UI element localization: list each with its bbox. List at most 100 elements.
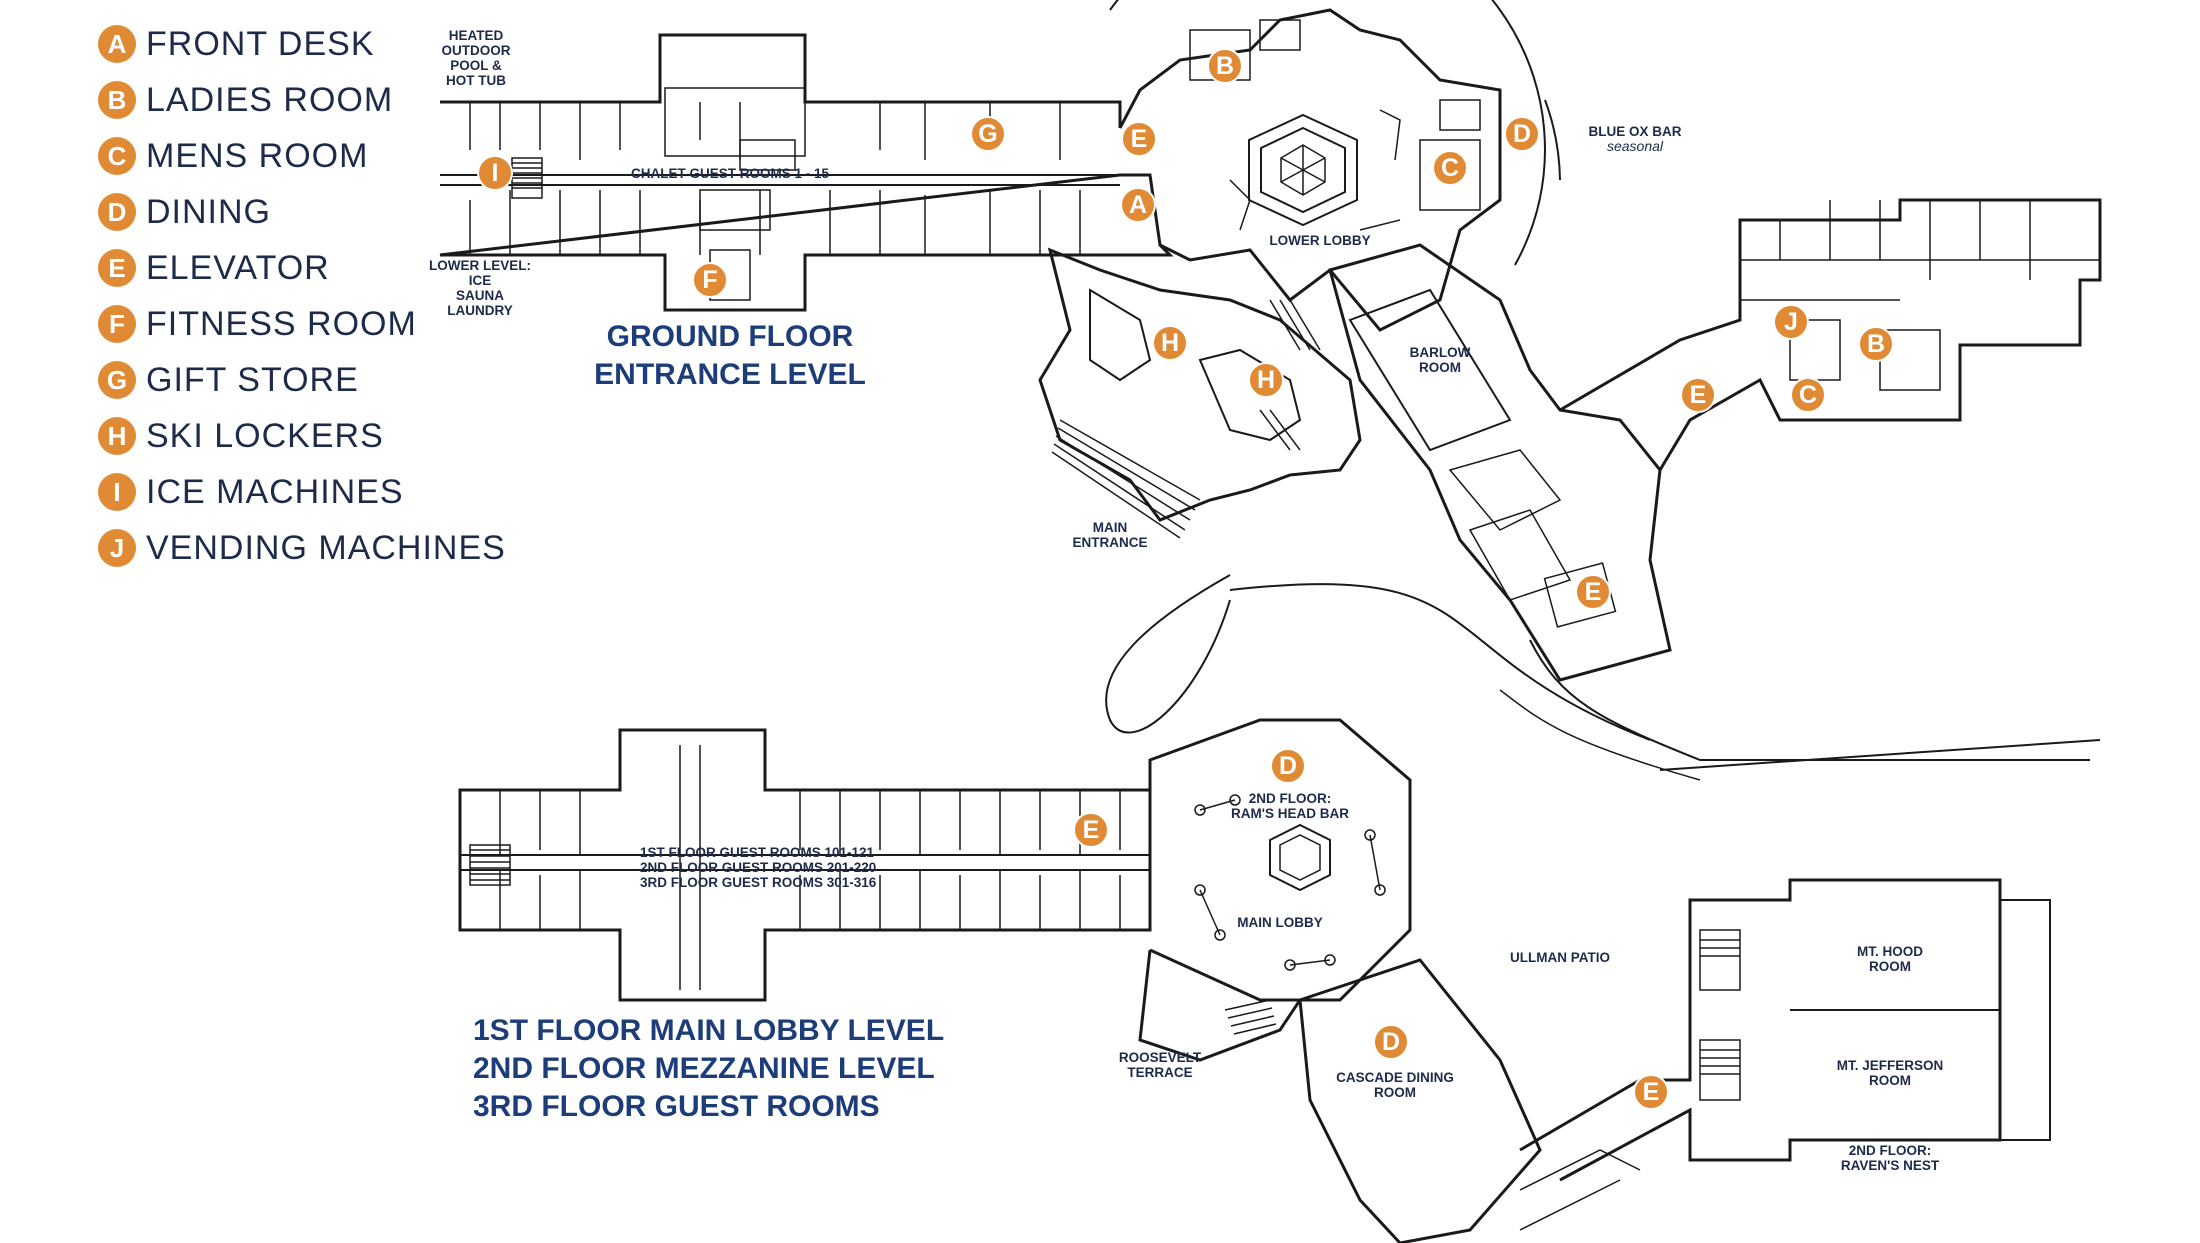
legend-label: VENDING MACHINES [146,528,506,567]
rams-head-bar-line: RAM'S HEAD BAR [1231,806,1349,821]
barlow-room-label: BARLOW ROOM [1400,345,1480,375]
pool-label-line: HOT TUB [446,73,506,88]
upper-floors-title-line1: 1ST FLOOR MAIN LOBBY LEVEL [473,1014,945,1047]
legend-badge: I [98,473,136,511]
rams-head-bar-label: 2ND FLOOR: RAM'S HEAD BAR [1210,791,1370,821]
legend-label: SKI LOCKERS [146,416,384,455]
pool-label-line: HEATED [448,28,504,43]
marker-dining: D [1270,748,1306,784]
guest-rooms-label: 1ST FLOOR GUEST ROOMS 101-121 2ND FLOOR … [640,845,930,890]
main-entrance-line: ENTRANCE [1072,535,1148,550]
mt-jefferson-room-line: ROOM [1869,1073,1911,1088]
marker-gift-store: G [970,116,1006,152]
east-wing-walls [1559,198,2102,471]
ravens-nest-line: RAVEN'S NEST [1840,1158,1940,1173]
marker-dining: D [1373,1024,1409,1060]
roosevelt-terrace-line: ROOSEVELT [1118,1050,1202,1065]
lower-level-line: SAUNA [455,288,504,303]
marker-elevator: E [1575,574,1611,610]
blue-ox-bar-label: BLUE OX BAR seasonal [1570,124,1700,154]
legend-badge: A [98,25,136,63]
guest-rooms-line: 2ND FLOOR GUEST ROOMS 201-220 [640,860,877,875]
legend-label: DINING [146,192,271,231]
marker-mens-room: C [1432,150,1468,186]
legend-badge: F [98,305,136,343]
pool-label: HEATED OUTDOOR POOL & HOT TUB [426,28,526,88]
legend-label: GIFT STORE [146,360,359,399]
guest-wing-walls [458,728,1152,1002]
mt-hood-room-line: ROOM [1869,959,1911,974]
legend-badge: B [98,81,136,119]
marker-front-desk: A [1120,187,1156,223]
legend-label: ELEVATOR [146,248,330,287]
lower-level-line: LAUNDRY [447,303,513,318]
legend-badge: H [98,417,136,455]
guest-rooms-line: 1ST FLOOR GUEST ROOMS 101-121 [640,845,875,860]
legend-label: ICE MACHINES [146,472,404,511]
marker-vending-machines: J [1773,304,1809,340]
legend-label: LADIES ROOM [146,80,394,119]
roosevelt-terrace-label: ROOSEVELT TERRACE [1100,1050,1220,1080]
main-entrance-line: MAIN [1092,520,1128,535]
cascade-dining-room-line: ROOM [1374,1085,1416,1100]
ground-floor-title-line1: GROUND FLOOR [606,320,854,353]
legend-badge: G [98,361,136,399]
marker-fitness-room: F [692,262,728,298]
pool-label-line: POOL & [450,58,502,73]
ground-floor-title-line2: ENTRANCE LEVEL [594,358,866,391]
ravens-nest-line: 2ND FLOOR: [1848,1143,1932,1158]
legend-item: F FITNESS ROOM [98,296,506,352]
barlow-room-line: ROOM [1419,360,1461,375]
ullman-patio-label: ULLMAN PATIO [1510,950,1610,965]
legend-badge: J [98,529,136,567]
legend-item: A FRONT DESK [98,16,506,72]
marker-elevator: E [1633,1074,1669,1110]
cascade-dining-room-label: CASCADE DINING ROOM [1310,1070,1480,1100]
marker-ice-machines: I [477,155,513,191]
marker-dining: D [1504,116,1540,152]
legend-item: D DINING [98,184,506,240]
upper-floors-title-line3: 3RD FLOOR GUEST ROOMS [473,1090,880,1123]
ravens-nest-label: 2ND FLOOR: RAVEN'S NEST [1815,1143,1965,1173]
legend-badge: D [98,193,136,231]
marker-ladies-room: B [1207,48,1243,84]
rams-head-bar-line: 2ND FLOOR: [1248,791,1332,806]
mt-hood-room-label: MT. HOOD ROOM [1830,944,1950,974]
marker-ski-lockers: H [1248,362,1284,398]
main-lobby-walls [1148,718,1412,1002]
cascade-dining-room-line: CASCADE DINING [1336,1070,1454,1085]
legend-label: FITNESS ROOM [146,304,417,343]
barlow-room-line: BARLOW [1409,345,1471,360]
legend-item: B LADIES ROOM [98,72,506,128]
upper-floors-title-line2: 2ND FLOOR MEZZANINE LEVEL [473,1052,935,1085]
upper-floors-title: 1ST FLOOR MAIN LOBBY LEVEL 2ND FLOOR MEZ… [473,1012,944,1126]
guest-rooms-line: 3RD FLOOR GUEST ROOMS 301-316 [640,875,877,890]
mt-jefferson-room-label: MT. JEFFERSON ROOM [1815,1058,1965,1088]
marker-elevator: E [1121,121,1157,157]
legend-item: H SKI LOCKERS [98,408,506,464]
blue-ox-bar-note: seasonal [1606,138,1664,154]
main-lobby-label: MAIN LOBBY [1237,915,1323,930]
marker-elevator: E [1680,377,1716,413]
mt-hood-room-line: MT. HOOD [1857,944,1923,959]
lower-lobby-label: LOWER LOBBY [1269,233,1371,248]
rotunda-outline [1109,0,1547,266]
pool-label-line: OUTDOOR [441,43,511,58]
marker-ladies-room: B [1858,326,1894,362]
lower-level-line: LOWER LEVEL: [429,258,531,273]
lower-level-line: ICE [468,273,492,288]
barlow-wing-walls [1328,243,1672,682]
chalet-guest-rooms-label: CHALET GUEST ROOMS 1 - 15 [630,166,830,181]
legend-label: FRONT DESK [146,24,375,63]
ground-floor-title: GROUND FLOOR ENTRANCE LEVEL [570,318,890,394]
marker-elevator: E [1073,812,1109,848]
legend-label: MENS ROOM [146,136,369,175]
main-entrance-label: MAIN ENTRANCE [1060,520,1160,550]
legend-item: I ICE MACHINES [98,464,506,520]
ski-locker-walls [1038,247,1362,522]
legend-badge: E [98,249,136,287]
legend-item: G GIFT STORE [98,352,506,408]
